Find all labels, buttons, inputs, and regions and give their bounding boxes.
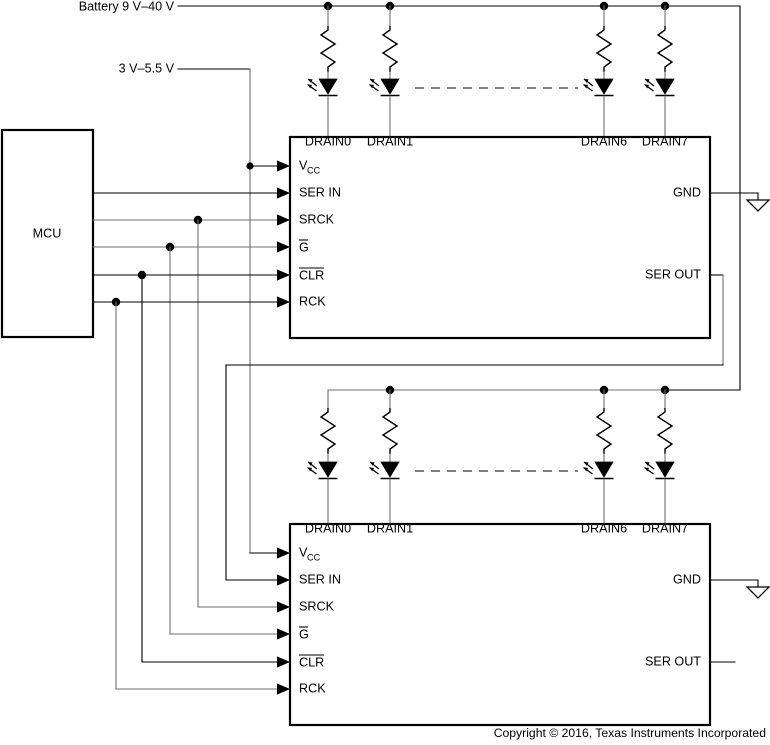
led (582, 461, 615, 480)
led-branch-chip2-drain1 (368, 385, 401, 525)
shift-register-driver-1[interactable] (288, 135, 712, 340)
resistor (320, 25, 336, 73)
led (306, 461, 339, 480)
chip1-pin-rck-label: RCK (299, 294, 326, 308)
chip1-pin-clr-label: CLR (299, 268, 324, 282)
battery-rail-group (177, 5, 741, 391)
chip2-pin-vcc-label: V (299, 545, 308, 559)
led-branch-chip1-drain6 (582, 1, 615, 138)
chip2-drain0-label: DRAIN0 (305, 521, 351, 535)
led (582, 78, 615, 97)
chip1-pin-ser-in-label: SER IN (299, 185, 341, 199)
logic-supply-rail-group (177, 68, 279, 554)
chip2-pin-g-label: G (299, 627, 309, 641)
led-branch-chip2-drain6 (582, 385, 615, 525)
led (368, 461, 401, 480)
chip1-pin-vcc-label: V (299, 158, 308, 172)
chip1-pin-gnd-label: GND (673, 185, 701, 199)
resistor (596, 25, 612, 73)
resistor (596, 407, 612, 455)
chip2-pin-vcc-sub: CC (307, 552, 321, 562)
signal-output-enable (92, 242, 279, 635)
chip2-pin-clr-label: CLR (299, 655, 324, 669)
signal-register-clock (92, 297, 279, 690)
chip1-pin-vcc: V CC (299, 158, 321, 175)
battery-rail-label: Battery 9 V–40 V (79, 0, 175, 13)
led (643, 78, 676, 97)
chip2-pin-gnd-label: GND (673, 572, 701, 586)
chip1-drain6-label: DRAIN6 (581, 134, 627, 148)
led-branch-chip1-drain0 (306, 1, 339, 138)
resistor (382, 407, 398, 455)
mcu-label: MCU (33, 226, 62, 240)
signal-srck (92, 215, 279, 608)
shift-register-driver-2[interactable] (288, 522, 712, 727)
junction-dot (246, 162, 254, 170)
led-branch-chip2-drain7 (643, 385, 676, 525)
chip1-pin-clear: CLR (299, 267, 324, 282)
chip2-drain1-label: DRAIN1 (367, 521, 413, 535)
led (368, 78, 401, 97)
ground-net-chip1 (709, 192, 770, 212)
chip1-drain0-label: DRAIN0 (305, 134, 351, 148)
chip1-drain1-label: DRAIN1 (367, 134, 413, 148)
resistor (320, 407, 336, 455)
resistor (657, 25, 673, 73)
chip2-pin-clear: CLR (299, 654, 324, 669)
chip1-pin-vcc-sub: CC (307, 165, 321, 175)
led-branch-chip2-drain0 (306, 389, 339, 525)
chip2-pin-ser-in-label: SER IN (299, 572, 341, 586)
chip1-pin-srck-label: SRCK (299, 212, 335, 226)
chip2-pin-vcc: V CC (299, 545, 321, 562)
ground-net-chip2 (709, 579, 770, 599)
cascade-ser-out-to-ser-in (225, 274, 724, 581)
chip2-pin-output-enable: G (299, 626, 309, 641)
resistor (657, 407, 673, 455)
ground-symbol (746, 199, 770, 212)
ground-symbol (746, 586, 770, 599)
led (306, 78, 339, 97)
led-branch-chip1-drain7 (643, 1, 676, 138)
chip2-pin-rck-label: RCK (299, 681, 326, 695)
logic-supply-label: 3 V–5.5 V (119, 61, 175, 75)
led-branch-chip1-drain1 (368, 1, 401, 138)
chip2-drain6-label: DRAIN6 (581, 521, 627, 535)
chip1-pin-arrowheads (277, 160, 290, 308)
chip2-pin-srck-label: SRCK (299, 599, 335, 613)
chip1-pin-ser-out-label: SER OUT (645, 267, 701, 281)
resistor (382, 25, 398, 73)
chip1-pin-g-label: G (299, 240, 309, 254)
chip2-pin-ser-out-label: SER OUT (645, 654, 701, 668)
signal-clear (92, 270, 279, 663)
chip2-drain7-label: DRAIN7 (642, 521, 688, 535)
chip1-pin-output-enable: G (299, 239, 309, 254)
mcu-block[interactable] (0, 128, 95, 339)
chip1-drain7-label: DRAIN7 (642, 134, 688, 148)
led (643, 461, 676, 480)
chip2-pin-arrowheads (277, 547, 290, 695)
copyright-notice: Copyright © 2016, Texas Instruments Inco… (494, 726, 766, 740)
